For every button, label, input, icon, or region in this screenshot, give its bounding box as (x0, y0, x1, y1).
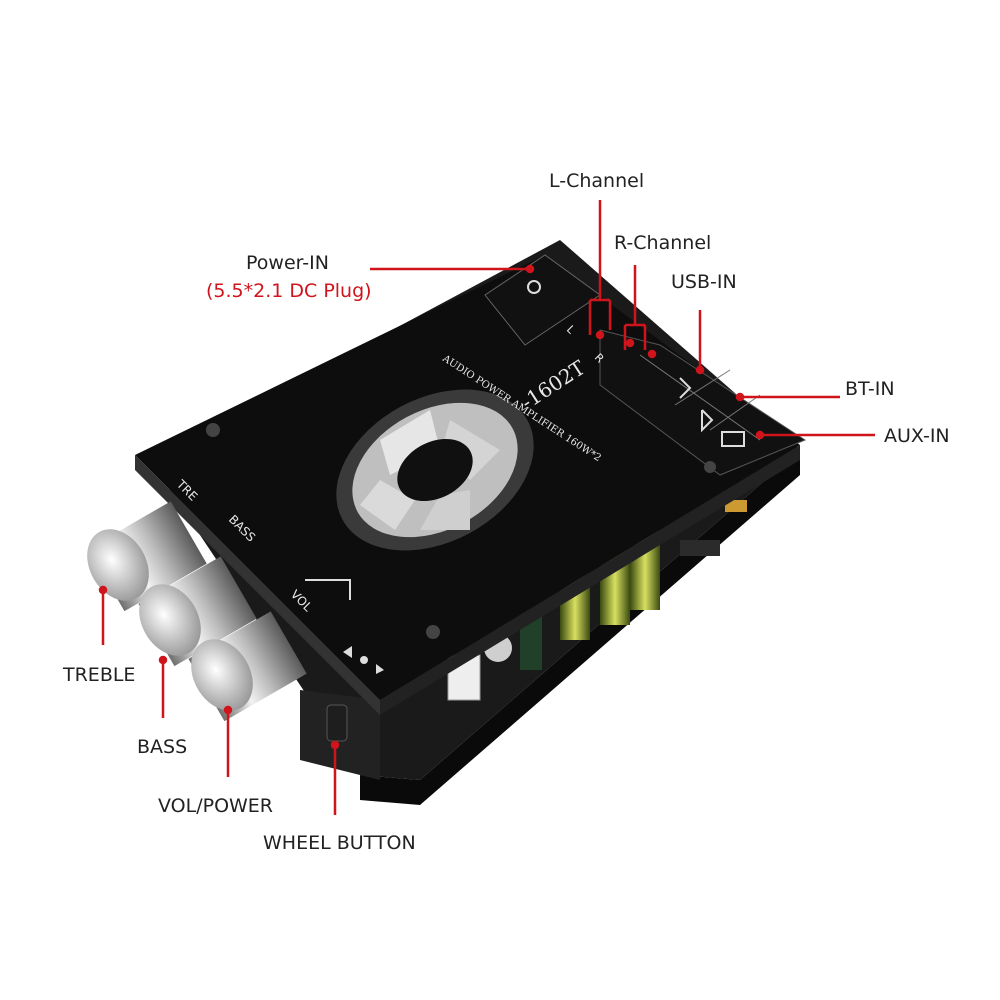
callout-dot (735, 392, 745, 402)
cooling-fan (336, 389, 534, 551)
label-l-channel: L-Channel (549, 170, 645, 192)
screw (206, 423, 220, 437)
screw (426, 625, 440, 639)
right-arrow-icon (376, 664, 384, 674)
label-r-channel: R-Channel (614, 232, 712, 254)
callout-l-channel (588, 200, 612, 335)
callout-dot (625, 338, 635, 348)
knob-bass[interactable] (127, 556, 257, 667)
label-bass: BASS (137, 736, 188, 758)
label-vol-power: VOL/POWER (158, 795, 274, 817)
power-icon (527, 280, 541, 294)
label-aux-in: AUX-IN (884, 425, 950, 447)
label-power-in-sub: (5.5*2.1 DC Plug) (206, 280, 372, 302)
callout-lines (98, 200, 875, 815)
usb-icon (679, 377, 692, 399)
callout-dot (98, 585, 108, 595)
board-symbols (343, 646, 384, 674)
label-bt-in: BT-IN (845, 378, 895, 400)
callout-dot (158, 655, 168, 665)
callout-dot (647, 349, 657, 359)
callout-dot (525, 264, 535, 274)
dot-icon (360, 656, 368, 664)
label-usb-in: USB-IN (671, 271, 737, 293)
left-arrow-icon (343, 646, 352, 658)
chip (680, 540, 720, 556)
callout-r-channel (623, 265, 647, 350)
callout-dot (755, 430, 765, 440)
knob-vol-power[interactable] (179, 611, 307, 722)
callout-dot (223, 705, 233, 715)
component (725, 500, 747, 512)
knob-treble[interactable] (75, 501, 207, 612)
callout-dot (695, 365, 705, 375)
callout-dot (330, 740, 340, 750)
io-panel (484, 254, 807, 476)
screws (206, 423, 716, 639)
bluetooth-icon (701, 409, 714, 433)
label-power-in: Power-IN (246, 252, 329, 274)
wheel-button[interactable] (326, 704, 348, 742)
label-wheel-button: WHEEL BUTTON (263, 832, 416, 854)
board-icons (305, 280, 745, 600)
volume-bars-icon (305, 579, 351, 600)
callout-dot (595, 330, 605, 340)
aux-icon (721, 431, 745, 447)
label-treble: TREBLE (63, 664, 136, 686)
screw (704, 461, 716, 473)
